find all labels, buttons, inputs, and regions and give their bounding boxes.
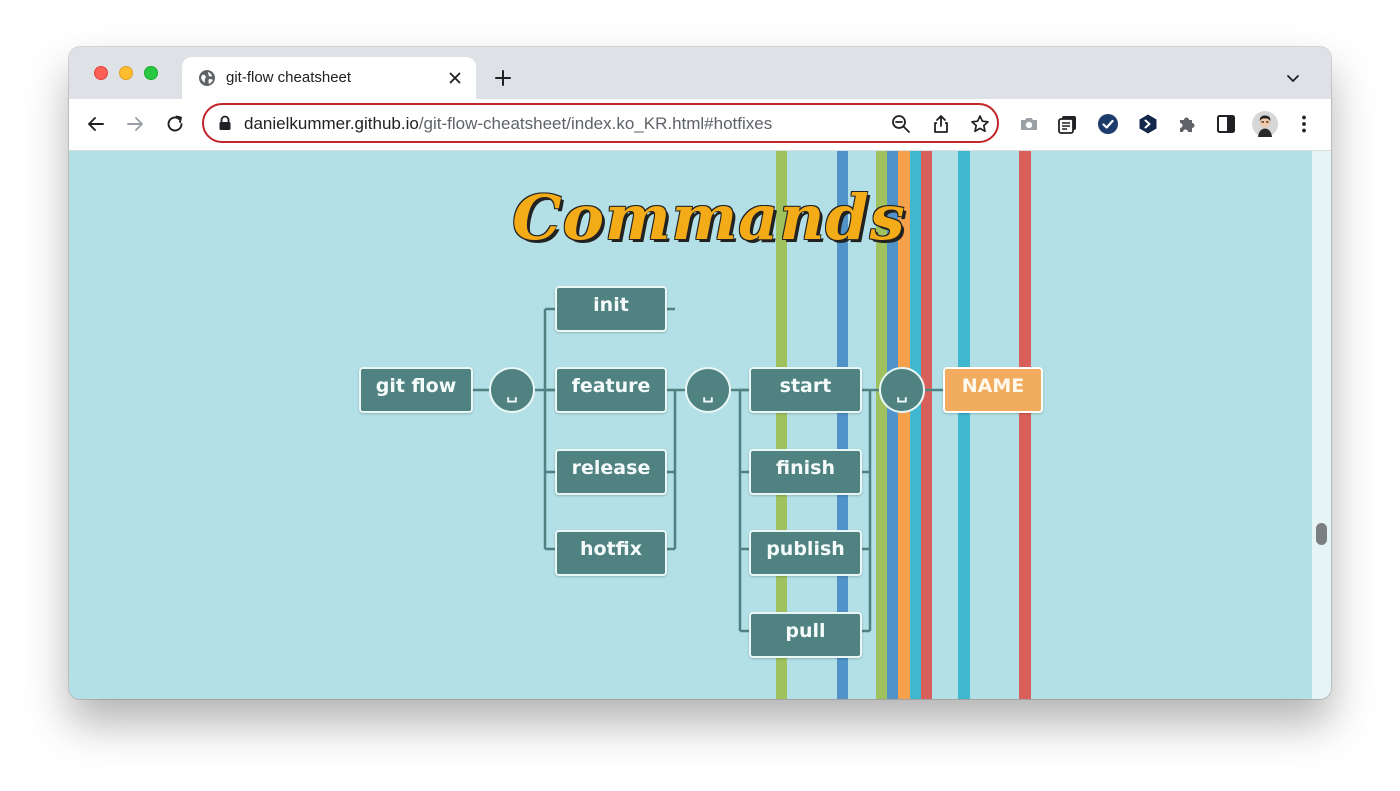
lock-icon[interactable] (218, 115, 232, 131)
argument-name[interactable]: NAME (943, 367, 1043, 413)
subcommand-release[interactable]: release (555, 449, 667, 495)
command-git-flow[interactable]: git flow (359, 367, 473, 413)
back-icon[interactable] (85, 113, 107, 135)
space-separator-2: ␣ (685, 367, 731, 413)
extensions-puzzle-icon[interactable] (1176, 113, 1198, 135)
branch-stripe (837, 151, 848, 699)
page-heading: Commands (512, 181, 906, 254)
extension-check-icon[interactable] (1097, 113, 1119, 135)
close-window-button[interactable] (94, 66, 108, 80)
close-icon[interactable] (447, 70, 463, 86)
zoom-icon[interactable] (891, 114, 911, 134)
branch-stripe (921, 151, 932, 699)
action-publish[interactable]: publish (749, 530, 862, 576)
branch-stripe (887, 151, 898, 699)
branch-stripe (876, 151, 887, 699)
subcommand-hotfix[interactable]: hotfix (555, 530, 667, 576)
zoom-window-button[interactable] (144, 66, 158, 80)
branch-stripe (910, 151, 921, 699)
tab-title: git-flow cheatsheet (226, 69, 352, 86)
branch-stripe (958, 151, 970, 699)
command-connectors (473, 307, 943, 633)
tab-search-chevron-icon[interactable] (1285, 70, 1301, 86)
space-separator-3: ␣ (879, 367, 925, 413)
bookmark-star-icon[interactable] (970, 114, 990, 134)
space-separator-1: ␣ (489, 367, 535, 413)
side-panel-icon[interactable] (1215, 113, 1237, 135)
share-icon[interactable] (931, 114, 951, 134)
address-bar[interactable]: danielkummer.github.io/git-flow-cheatshe… (202, 103, 999, 143)
new-tab-icon[interactable] (493, 68, 513, 88)
profile-avatar[interactable] (1252, 111, 1278, 137)
page-viewport: Commands git flow ␣ init feature release (69, 151, 1312, 699)
extension-notes-icon[interactable] (1057, 113, 1079, 135)
browser-window: git-flow cheatsheet danielku (69, 47, 1331, 699)
tab-strip: git-flow cheatsheet (69, 47, 1331, 99)
forward-icon[interactable] (124, 113, 146, 135)
browser-toolbar: danielkummer.github.io/git-flow-cheatshe… (69, 99, 1331, 151)
branch-stripe (898, 151, 910, 699)
action-pull[interactable]: pull (749, 612, 862, 658)
action-finish[interactable]: finish (749, 449, 862, 495)
minimize-window-button[interactable] (119, 66, 133, 80)
branch-stripe (1019, 151, 1031, 699)
subcommand-init[interactable]: init (555, 286, 667, 332)
branch-stripe (776, 151, 787, 699)
address-url: danielkummer.github.io/git-flow-cheatshe… (244, 114, 772, 134)
action-start[interactable]: start (749, 367, 862, 413)
menu-kebab-icon[interactable] (1293, 113, 1315, 135)
url-path: /git-flow-cheatsheet/index.ko_KR.html#ho… (418, 114, 773, 133)
vertical-scrollbar[interactable] (1312, 151, 1331, 699)
reload-icon[interactable] (164, 113, 186, 135)
scrollbar-thumb[interactable] (1316, 523, 1327, 545)
subcommand-feature[interactable]: feature (555, 367, 667, 413)
globe-icon (199, 70, 215, 86)
camera-icon[interactable] (1018, 113, 1040, 135)
url-host: danielkummer.github.io (244, 114, 419, 133)
extension-code-icon[interactable] (1137, 113, 1159, 135)
tab-git-flow-cheatsheet[interactable]: git-flow cheatsheet (182, 57, 476, 99)
